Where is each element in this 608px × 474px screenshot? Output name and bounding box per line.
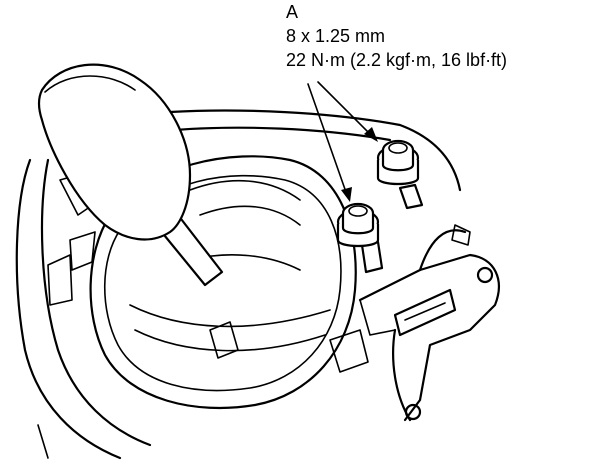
callout-letter-a: A xyxy=(286,2,299,22)
retaining-bracket xyxy=(329,224,500,422)
console-housing xyxy=(15,109,462,460)
callout-leader-lines xyxy=(307,81,378,202)
torque-spec: 22 N·m (2.2 kgf·m, 16 lbf·ft) xyxy=(286,50,508,70)
bolt-upper xyxy=(376,139,424,210)
bolt-size-spec: 8 x 1.25 mm xyxy=(286,26,386,46)
shift-knob xyxy=(37,63,224,287)
bolt-center xyxy=(336,202,384,274)
